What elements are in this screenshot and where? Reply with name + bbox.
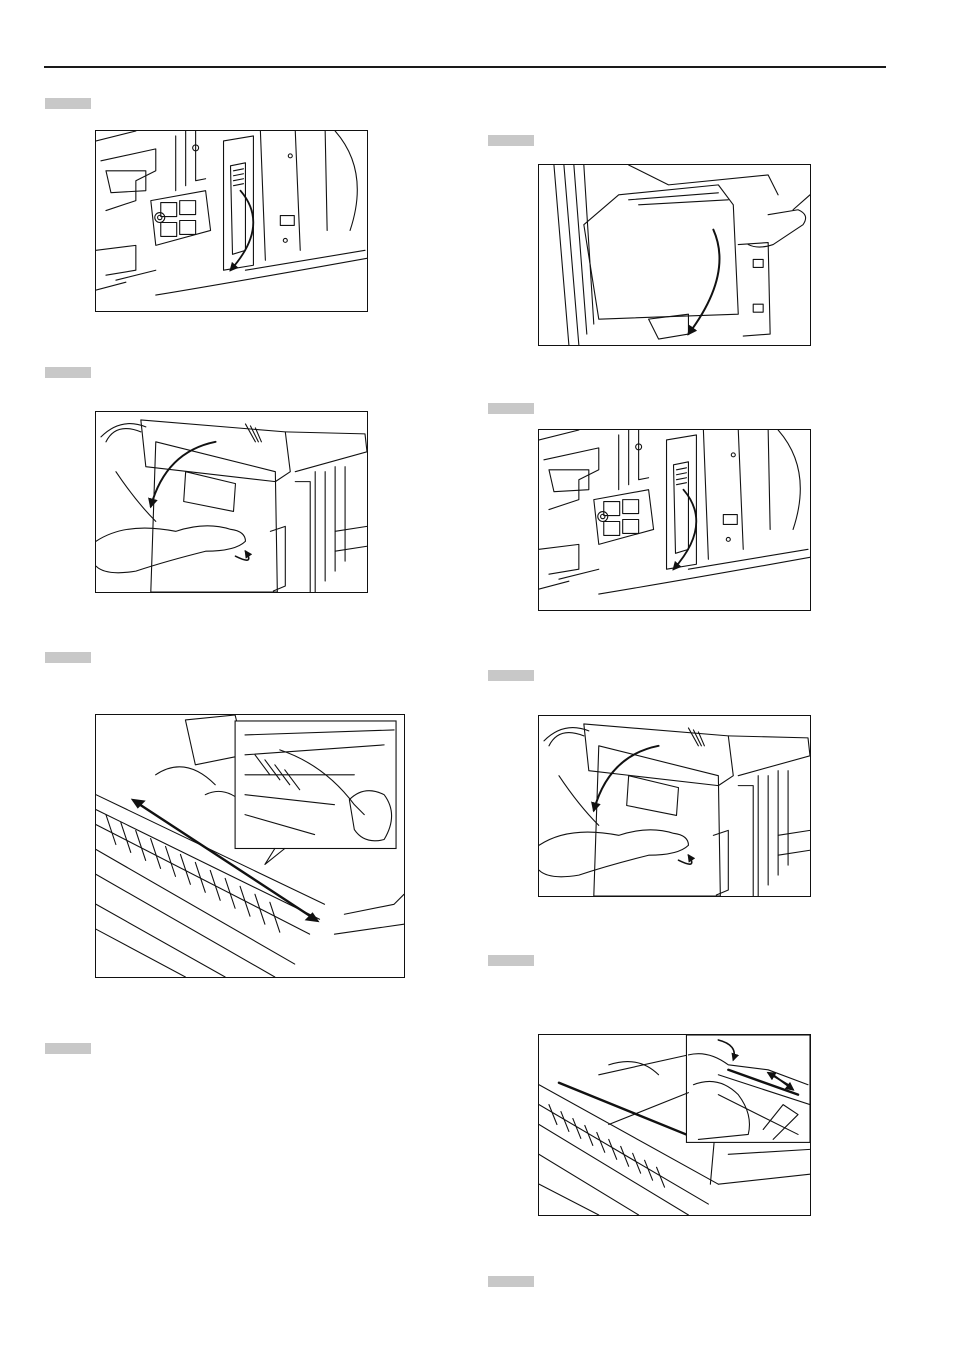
step-marker bbox=[488, 670, 534, 681]
illustration-fixing-cleaner bbox=[538, 429, 811, 611]
illustration-front-cover-close bbox=[538, 715, 811, 897]
header-rule bbox=[44, 66, 886, 68]
step-marker bbox=[45, 1043, 91, 1054]
illustration-front-cover-close bbox=[95, 411, 368, 593]
step-marker bbox=[488, 955, 534, 966]
step-marker bbox=[45, 652, 91, 663]
step-marker bbox=[488, 403, 534, 414]
illustration-transfer-roller-cleaning bbox=[538, 1034, 811, 1216]
step-marker bbox=[45, 367, 91, 378]
step-marker bbox=[488, 1276, 534, 1287]
illustration-left-cover-close bbox=[538, 164, 811, 346]
step-marker bbox=[488, 135, 534, 146]
step-marker bbox=[45, 98, 91, 109]
illustration-charger-wire-cleaning bbox=[95, 714, 405, 978]
illustration-fixing-cleaner bbox=[95, 130, 368, 312]
